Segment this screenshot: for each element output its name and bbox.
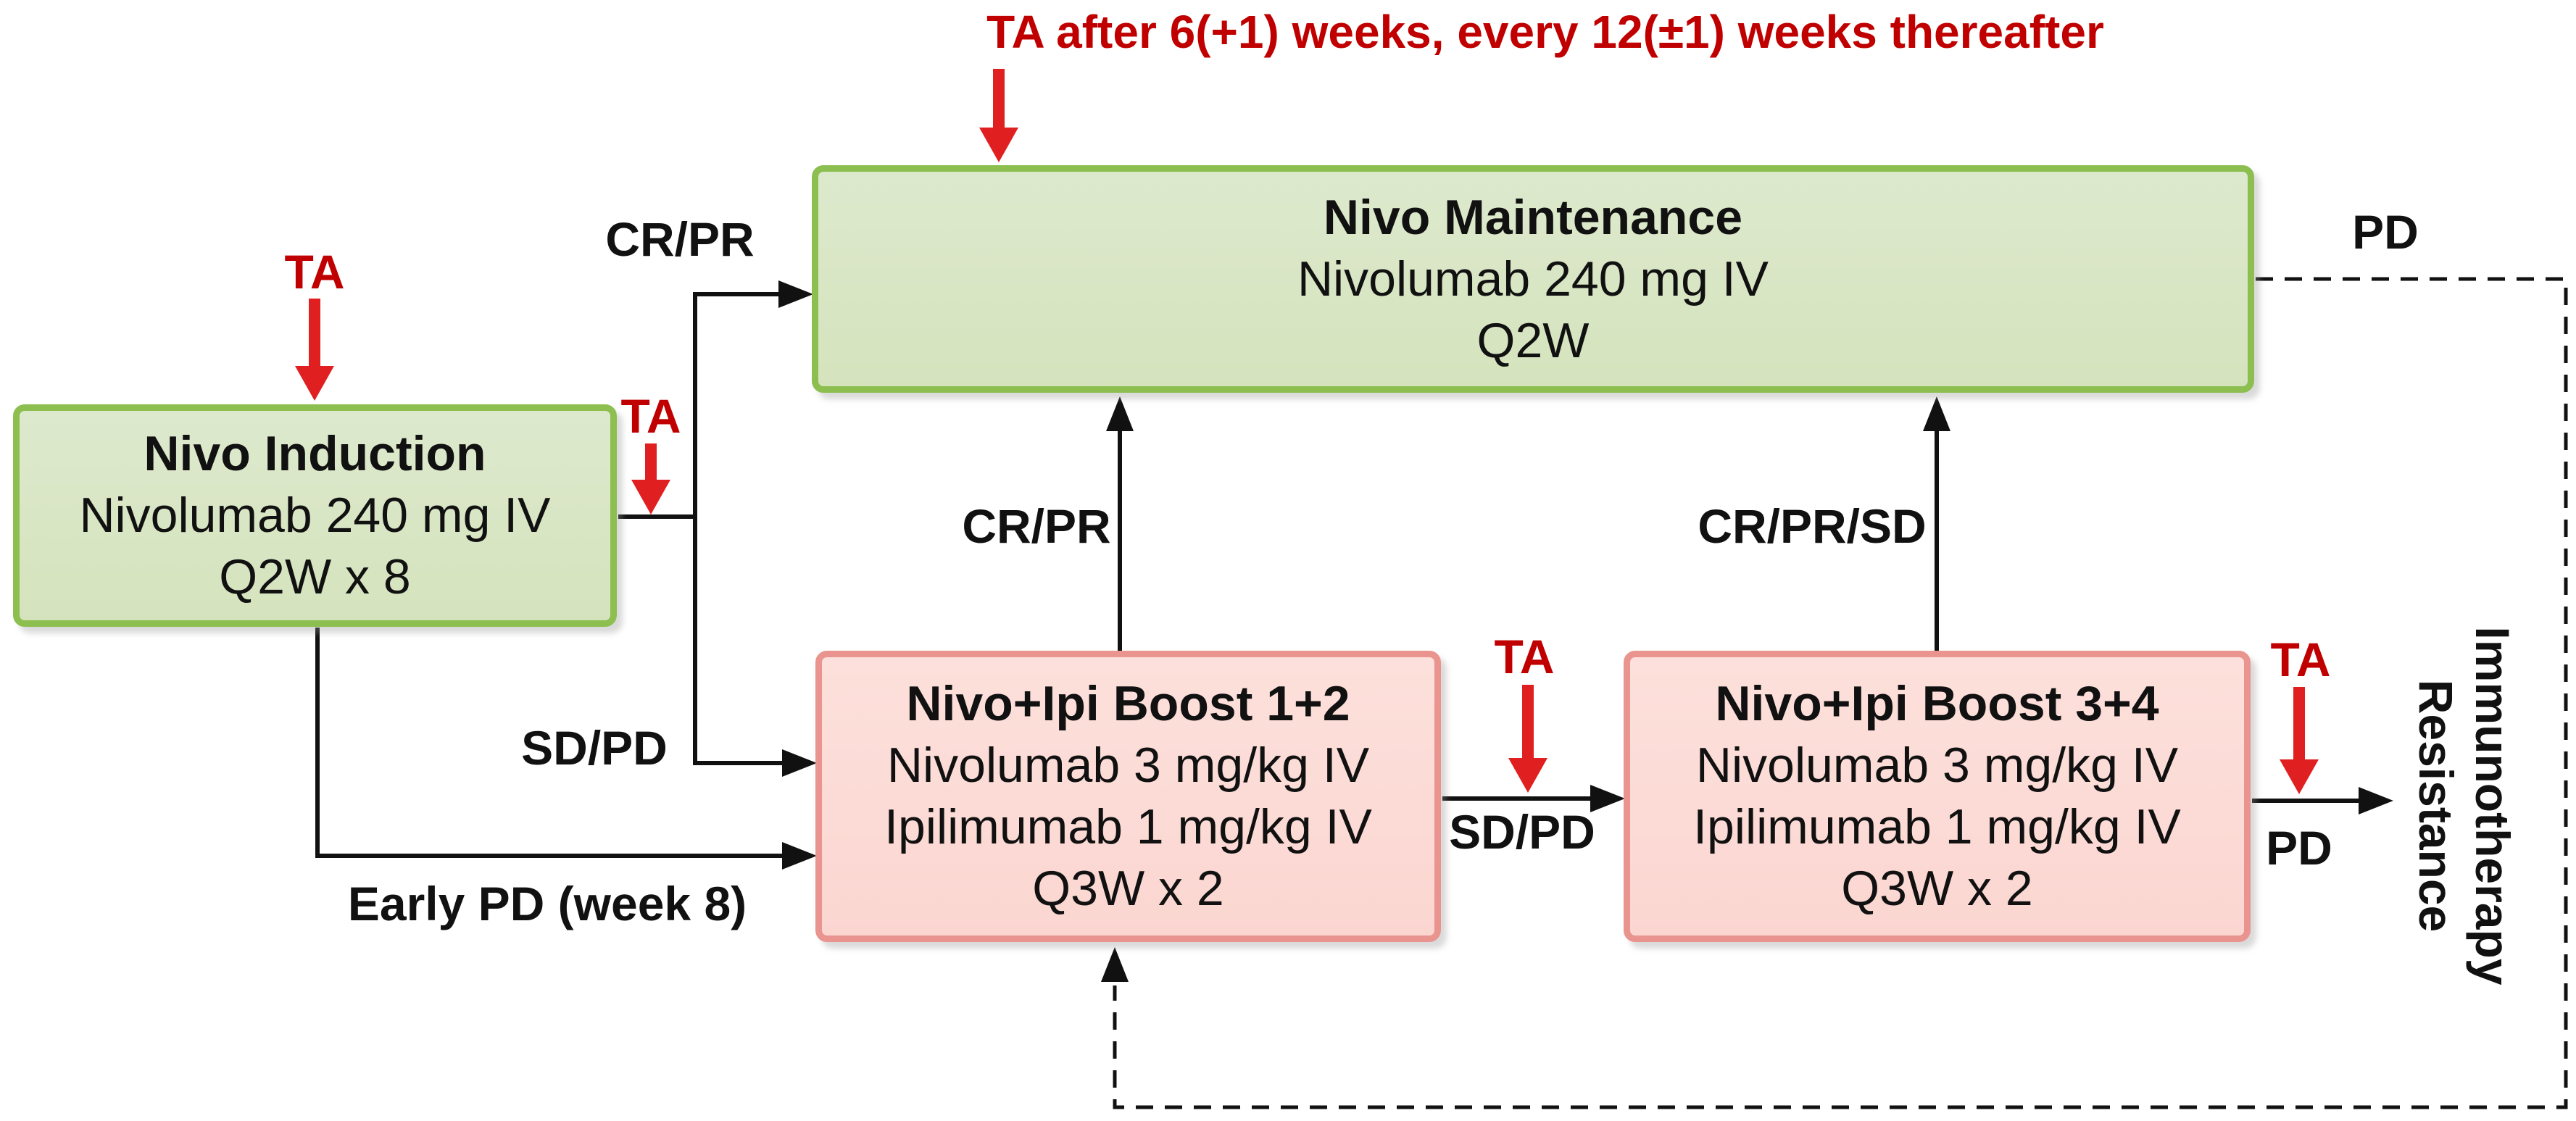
arrowhead-into-boost34: [1590, 785, 1625, 812]
immunotherapy-resistance-line2: Resistance: [2409, 679, 2463, 933]
sdpd-to-boost12-line: [693, 517, 782, 765]
crpr-label-induction: CR/PR: [605, 212, 755, 266]
nivo-maintenance-schedule: Q2W: [1476, 312, 1590, 368]
nivo-induction-box: Nivo Induction Nivolumab 240 mg IV Q2W x…: [13, 404, 617, 627]
arrowhead-boost34-to-maintenance: [1923, 396, 1950, 431]
boost34-schedule: Q3W x 2: [1841, 861, 2033, 916]
boost34-nivo-dose: Nivolumab 3 mg/kg IV: [1695, 738, 2179, 793]
immunotherapy-resistance-line1: Immunotherapy: [2466, 626, 2519, 985]
arrowhead-into-boost12-upper: [782, 749, 817, 777]
ta-label-after-boost34: TA: [2270, 633, 2331, 686]
nivo-induction-title: Nivo Induction: [144, 426, 486, 481]
ta-label-between-boosts: TA: [1494, 630, 1555, 683]
ta-label-induction-exit: TA: [620, 389, 681, 443]
crpr-label-boost12: CR/PR: [962, 499, 1111, 553]
nivo-maintenance-dose: Nivolumab 240 mg IV: [1297, 251, 1769, 307]
boost12-nivo-dose: Nivolumab 3 mg/kg IV: [886, 738, 1370, 793]
earlypd-to-boost12-line: [315, 628, 782, 858]
pd-label-boost34: PD: [2266, 821, 2332, 875]
ta-arrow-banner-head: [979, 128, 1018, 162]
arrowhead-into-maintenance-left: [778, 280, 813, 308]
boost12-schedule: Q3W x 2: [1032, 861, 1224, 916]
ta-arrow-after-boost34-head: [2280, 759, 2319, 794]
black-arrowheads: [778, 280, 2393, 982]
ta-arrow-induction-head: [295, 366, 334, 401]
boost12-ipi-dose: Ipilimumab 1 mg/kg IV: [884, 799, 1372, 854]
ta-arrow-between-boosts-head: [1508, 758, 1547, 793]
black-connectors: [315, 292, 2359, 858]
nivo-ipi-boost12-box: Nivo+Ipi Boost 1+2 Nivolumab 3 mg/kg IV …: [815, 651, 1441, 942]
ta-label-induction: TA: [284, 245, 345, 299]
ta-schedule-banner: TA after 6(+1) weeks, every 12(±1) weeks…: [986, 6, 2104, 58]
nivo-maintenance-title: Nivo Maintenance: [1323, 189, 1743, 245]
pd-label-maintenance: PD: [2352, 205, 2419, 259]
immunotherapy-resistance-label: Immunotherapy Resistance: [2408, 626, 2521, 985]
sdpd-label-between-boosts: SD/PD: [1449, 805, 1595, 859]
boost34-ipi-dose: Ipilimumab 1 mg/kg IV: [1693, 799, 2181, 854]
ta-arrow-induction-exit-head: [631, 480, 670, 514]
nivo-induction-schedule: Q2W x 8: [219, 549, 411, 604]
crprsd-label-boost34: CR/PR/SD: [1698, 499, 1927, 553]
red-ta-arrows: [295, 69, 2319, 794]
early-pd-label: Early PD (week 8): [347, 877, 747, 930]
nivo-ipi-boost34-box: Nivo+Ipi Boost 3+4 Nivolumab 3 mg/kg IV …: [1624, 651, 2251, 942]
nivo-induction-dose: Nivolumab 240 mg IV: [79, 488, 551, 543]
arrowhead-to-resistance: [2359, 787, 2393, 814]
pd-feedback-dashed-line: [1113, 277, 2568, 1109]
boost12-title: Nivo+Ipi Boost 1+2: [906, 676, 1350, 731]
boost34-title: Nivo+Ipi Boost 3+4: [1715, 676, 2159, 731]
arrowhead-boost12-to-maintenance: [1106, 396, 1134, 431]
nivo-maintenance-box: Nivo Maintenance Nivolumab 240 mg IV Q2W: [812, 165, 2254, 393]
arrowhead-into-boost12-lower: [782, 842, 817, 870]
arrowhead-feedback-into-boost12: [1101, 947, 1129, 982]
crpr-to-maintenance-line: [693, 292, 778, 517]
sdpd-label-induction: SD/PD: [521, 721, 668, 775]
